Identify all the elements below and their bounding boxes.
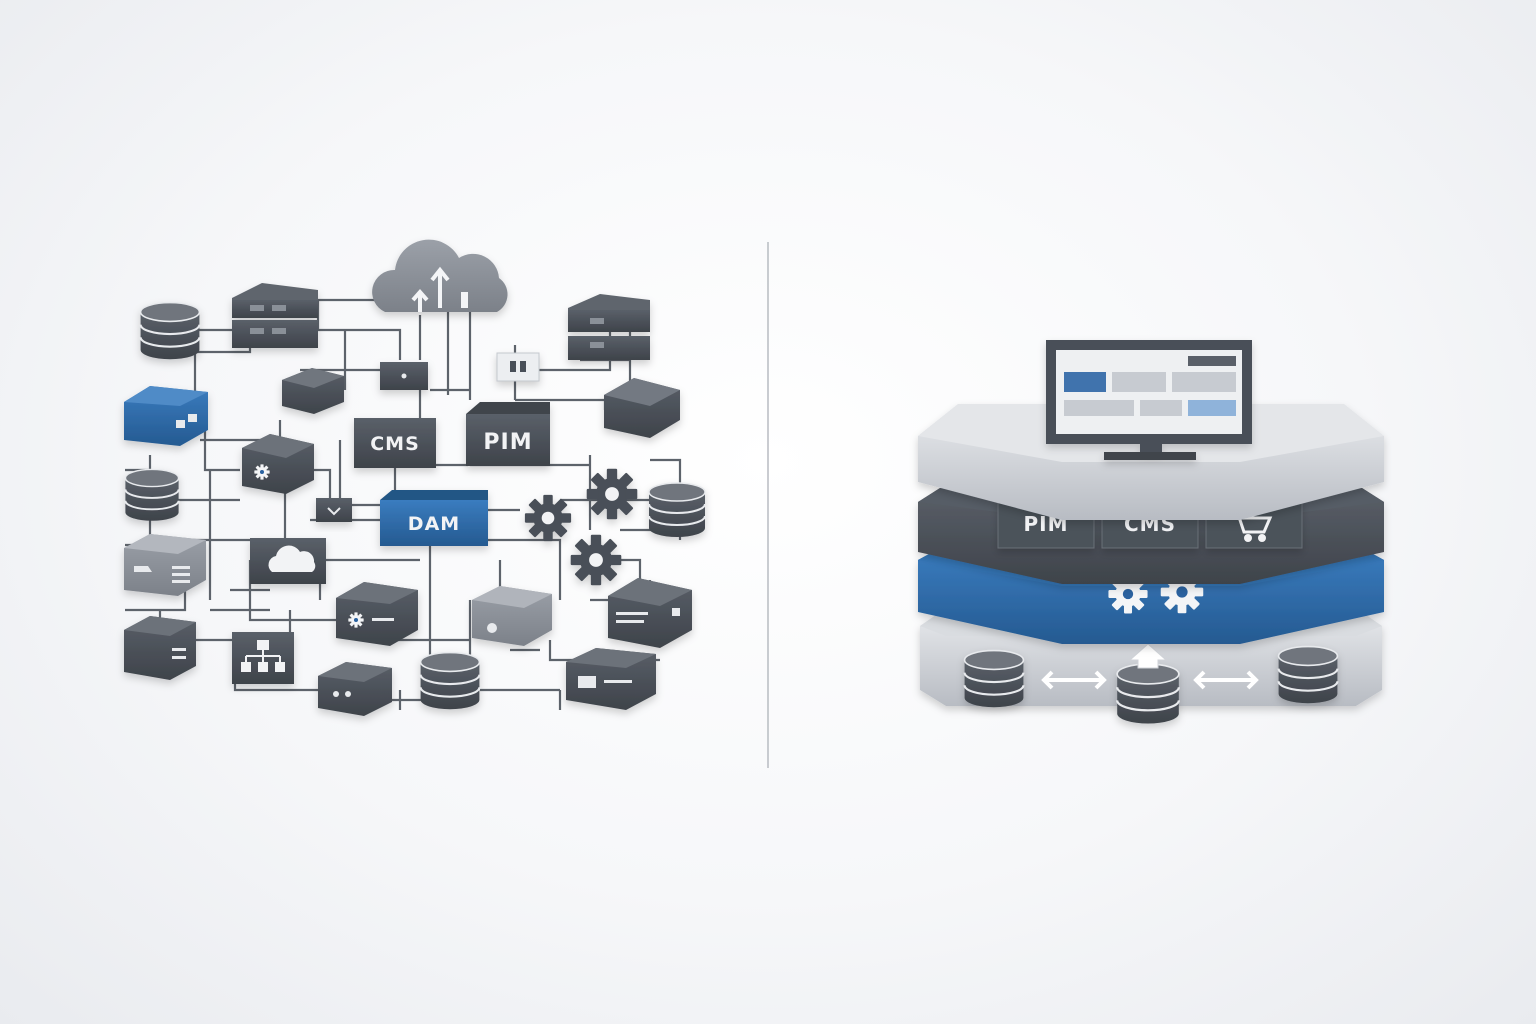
settings-module (336, 582, 418, 646)
cube-node (318, 662, 392, 716)
document-module (566, 648, 656, 710)
message-module (124, 534, 206, 596)
gear-icon (570, 534, 622, 586)
pim-box: PIM (466, 402, 550, 466)
small-tag (496, 352, 540, 382)
gear-icon (524, 494, 572, 542)
cube-node (604, 378, 680, 438)
small-tag (380, 362, 428, 390)
database-icon (1277, 645, 1339, 705)
cloud-icon (250, 538, 326, 584)
double-arrow-icon (1041, 670, 1107, 690)
dam-label: DAM (408, 513, 460, 535)
cube-node (282, 368, 344, 414)
cms-box: CMS (354, 418, 436, 468)
sitemap-icon (232, 632, 294, 684)
database-icon (419, 651, 481, 711)
database-icon (139, 301, 201, 361)
small-tag (316, 498, 352, 522)
pim-label: PIM (483, 430, 532, 455)
monitor-icon (1046, 340, 1252, 460)
gear-module (242, 434, 314, 494)
cloud-upload-icon (372, 239, 508, 312)
database-icon (124, 468, 180, 522)
upload-arrow-icon (1128, 643, 1168, 669)
cms-label: CMS (370, 433, 420, 455)
database-icon (963, 649, 1025, 709)
database-icon (1116, 662, 1180, 725)
server-icon (232, 283, 318, 348)
list-module (124, 616, 196, 680)
gear-icon (586, 468, 638, 520)
database-icon (648, 482, 706, 538)
document-module (608, 578, 692, 648)
blue-module (124, 386, 208, 446)
server-icon (568, 294, 650, 360)
cube-node (472, 586, 552, 646)
dam-box: DAM (380, 490, 488, 546)
double-arrow-icon (1193, 670, 1259, 690)
